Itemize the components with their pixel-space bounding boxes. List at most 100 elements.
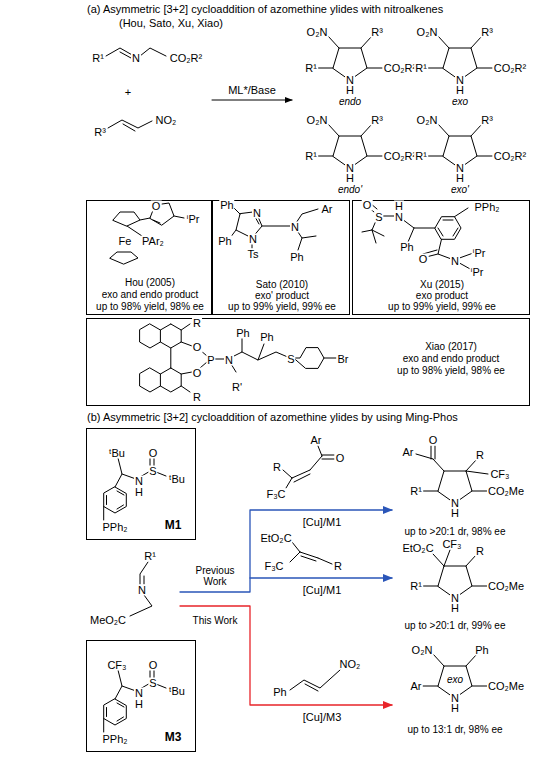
atom-label: Ph [235, 328, 250, 339]
atom-label: R¹ [409, 486, 423, 497]
atom-label: O [192, 342, 203, 353]
atom-label: H [450, 508, 460, 519]
atom-label: N [252, 208, 262, 219]
atom-label: N [134, 476, 144, 487]
section-heading: (a) Asymmetric [3+2] cycloaddition of az… [86, 4, 444, 15]
caption-text: up to >20:1 dr, 99% ee [404, 621, 507, 631]
atom-label: Ar [402, 447, 415, 458]
atom-label: O [428, 435, 439, 446]
atom-label: ᵗBu [108, 448, 126, 459]
atom-label: R³ [370, 115, 384, 126]
atom-label: O₂N [416, 27, 439, 38]
atom-label: PPh₂ [473, 202, 500, 213]
atom-label: R¹ [143, 551, 157, 562]
atom-label: O [148, 448, 159, 459]
atom-label: H [134, 699, 144, 710]
atom-label: Ph [217, 236, 232, 247]
atom-label: O [151, 201, 162, 212]
atom-label: F₃C [263, 561, 284, 572]
atom-label: H [345, 173, 355, 184]
caption-text: up to 99% yield, 99% ee [227, 302, 337, 312]
atom-label: R [475, 450, 485, 461]
atom-label: S [148, 678, 157, 689]
atom-label: CO₂R² [493, 63, 527, 74]
atom-label: H [134, 487, 144, 498]
atom-label: CO₂Me [487, 581, 525, 592]
atom-label: [Cu]/M3 [302, 712, 343, 723]
ligand-box: ᵗBuNHSOᵗBuPPh₂M1 [86, 428, 196, 540]
caption-text: exo and endo product [402, 354, 501, 364]
atom-label: H [345, 85, 355, 96]
stereo-tag: exo [446, 675, 464, 685]
atom-label: MeO₂C [89, 615, 127, 626]
atom-label: ⁱPr [186, 214, 201, 225]
atom-label: ML*/Base [227, 85, 277, 96]
atom-label: Br [337, 354, 350, 365]
ligand-box: OSHNPhONⁱPrⁱPrPPh₂Xu (2015)exo productup… [352, 200, 530, 315]
section-heading: (Hou, Sato, Xu, Xiao) [118, 18, 224, 29]
atom-label: Ph [399, 242, 414, 253]
atom-label: N [224, 355, 234, 366]
atom-label: O [362, 200, 373, 211]
atom-label: R¹ [409, 581, 423, 592]
atom-label: CO₂R² [493, 151, 527, 162]
atom-label: PAr₂ [141, 236, 165, 247]
atom-label: O [148, 660, 159, 671]
ligand-box: OⁱPrPAr₂FeHou (2005)exo and endo product… [86, 200, 212, 315]
atom-label: PPh₂ [101, 522, 128, 533]
ligand-box: CF₃NHSOᵗBuPPh₂M3 [86, 640, 196, 752]
atom-label: Ph [289, 252, 304, 263]
atom-label: + [124, 87, 132, 98]
atom-label: N [248, 234, 258, 245]
atom-label: R¹ [414, 151, 428, 162]
atom-label: P [206, 355, 215, 366]
stereo-tag: endo' [337, 185, 363, 195]
atom-label: H [450, 603, 460, 614]
caption-text: Sato (2010) [255, 280, 309, 290]
atom-label: R¹ [304, 151, 318, 162]
atom-label: Fe [118, 236, 133, 247]
caption-text: exo product [415, 291, 469, 301]
atom-label: Ph [259, 332, 274, 343]
atom-label: O [192, 368, 203, 379]
atom-label: S [148, 466, 157, 477]
atom-label: Ts [247, 249, 260, 260]
atom-label: Ar [410, 681, 423, 692]
ligand-box: RROOPNR'PhPhSBrXiao (2017)exo and endo p… [86, 318, 530, 406]
ligand-name: M3 [164, 731, 183, 743]
ligand-name: M1 [164, 519, 183, 531]
atom-label: R³ [480, 27, 494, 38]
atom-label: R [192, 318, 202, 329]
atom-label: S [374, 212, 383, 223]
atom-label: ⁱPr [472, 248, 487, 259]
atom-label: H [455, 173, 465, 184]
atom-label: Ar [310, 435, 323, 446]
stereo-tag: exo [451, 97, 469, 107]
atom-label: N [450, 256, 460, 267]
atom-label: R³ [93, 127, 107, 138]
atom-label: O₂N [416, 115, 439, 126]
caption-text: Xu (2015) [419, 280, 465, 290]
atom-label: [Cu]/M1 [302, 585, 343, 596]
atom-label: R [272, 462, 282, 473]
atom-label: R' [231, 382, 243, 393]
atom-label: R³ [370, 27, 384, 38]
atom-label: CF₃ [489, 469, 510, 480]
caption-text: exo and endo product [101, 290, 200, 300]
atom-label: EtO₂C [259, 533, 292, 544]
caption-text: up to 98% yield, 98% ee [396, 366, 506, 376]
atom-label: O₂N [306, 115, 329, 126]
atom-label: NO₂ [339, 659, 362, 670]
atom-label: O₂N [306, 27, 329, 38]
atom-label: ⁱPr [470, 267, 485, 278]
stereo-tag: exo' [450, 185, 470, 195]
atom-label: ᵗBu [168, 686, 186, 697]
atom-label: N [131, 53, 141, 64]
atom-label: R [192, 392, 202, 403]
atom-label: H [450, 703, 460, 714]
atom-label: CO₂Me [487, 681, 525, 692]
atom-label: CO₂R² [169, 53, 203, 64]
caption-text: up to 98% yield, 98% ee [95, 302, 205, 312]
atom-label: R [333, 561, 343, 572]
